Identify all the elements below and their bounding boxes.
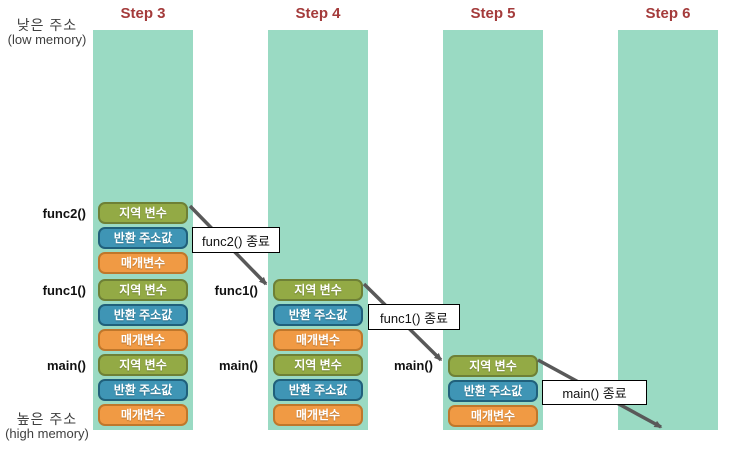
stack-block-local-var: 지역 변수 [273,354,363,376]
high-memory-label: 높은 주소 (high memory) [1,411,93,442]
stack-block-local-var: 지역 변수 [98,202,188,224]
func2-label-step3: func2() [42,206,86,221]
stack-block-return-addr: 반환 주소값 [98,379,188,401]
func1-label-step3: func1() [42,283,86,298]
stack-block-param: 매개변수 [273,329,363,351]
main-end-annotation: main() 종료 [542,380,647,405]
step5-header: Step 5 [470,5,516,22]
main-label-step4: main() [219,358,258,373]
main-label-step3: main() [47,358,86,373]
stack-block-param: 매개변수 [273,404,363,426]
stack-block-local-var: 지역 변수 [448,355,538,377]
func1-label-step4: func1() [214,283,258,298]
stack-block-return-addr: 반환 주소값 [273,379,363,401]
stack-block-param: 매개변수 [98,404,188,426]
stack-block-local-var: 지역 변수 [98,279,188,301]
func2-end-annotation: func2() 종료 [192,227,280,253]
stack-block-param: 매개변수 [448,405,538,427]
stack-column-step6 [618,30,718,430]
stack-block-return-addr: 반환 주소값 [98,227,188,249]
low-memory-label-ko: 낮은 주소 [16,17,78,33]
stack-block-local-var: 지역 변수 [273,279,363,301]
stack-block-return-addr: 반환 주소값 [448,380,538,402]
high-memory-label-ko: 높은 주소 [16,411,78,427]
stack-block-return-addr: 반환 주소값 [98,304,188,326]
step6-header: Step 6 [645,5,691,22]
low-memory-label-en: (low memory) [7,32,87,48]
stack-block-param: 매개변수 [98,252,188,274]
high-memory-label-en: (high memory) [5,426,89,442]
step4-header: Step 4 [295,5,341,22]
stack-block-return-addr: 반환 주소값 [273,304,363,326]
step3-header: Step 3 [120,5,166,22]
stack-block-local-var: 지역 변수 [98,354,188,376]
func1-end-annotation: func1() 종료 [368,304,460,330]
stack-block-param: 매개변수 [98,329,188,351]
main-label-step5: main() [394,358,433,373]
low-memory-label: 낮은 주소 (low memory) [1,17,93,48]
